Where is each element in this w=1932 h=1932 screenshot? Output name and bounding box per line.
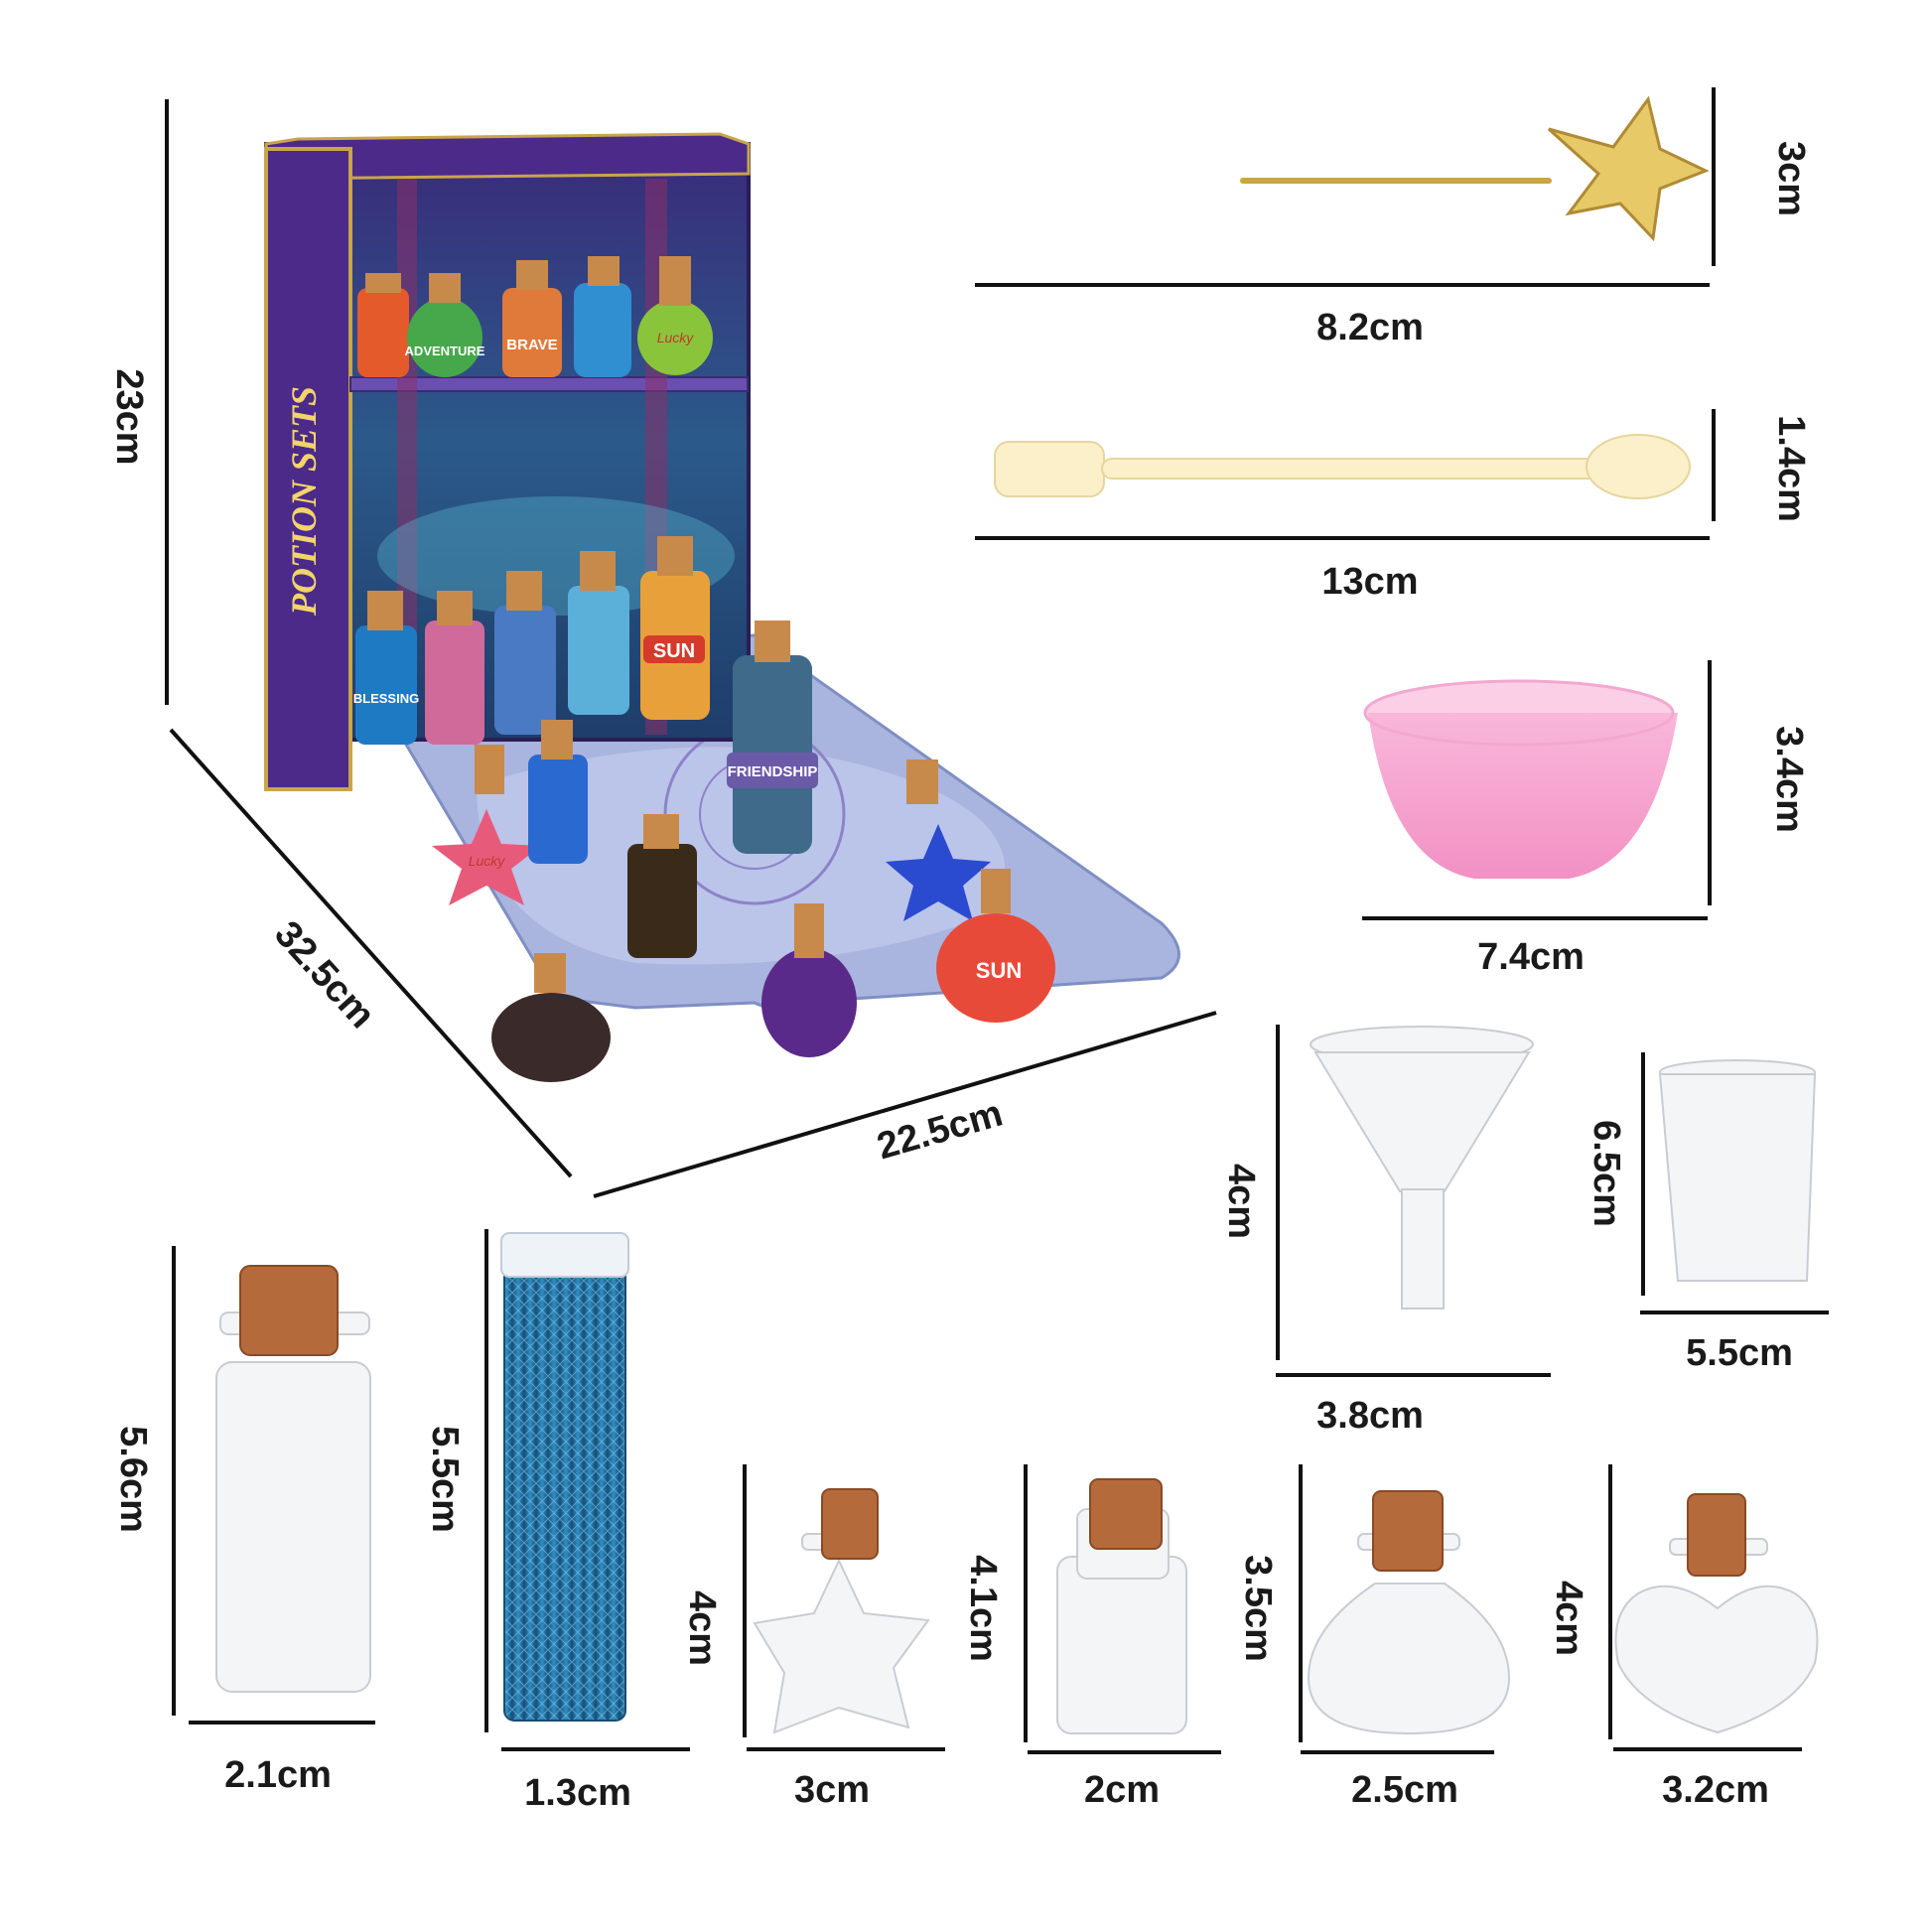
star-bottle-dimensions: 3cm 4cm bbox=[681, 1464, 945, 1811]
round-bottle-height-label: 3.5cm bbox=[1237, 1555, 1279, 1662]
star-wand-dimensions: 8.2cm 3cm bbox=[975, 87, 1812, 348]
star-bottle bbox=[753, 1488, 930, 1734]
cup-dimensions: 5.5cm 6.5cm bbox=[1586, 1052, 1829, 1374]
glitter-tube-width-label: 1.3cm bbox=[524, 1772, 631, 1814]
small-bottle-height-label: 4.1cm bbox=[962, 1555, 1004, 1662]
star-bottle-height-label: 4cm bbox=[681, 1590, 723, 1666]
cup-height-label: 6.5cm bbox=[1586, 1120, 1627, 1227]
box-height-label: 23cm bbox=[108, 368, 150, 465]
tall-bottle-dimensions: 2.1cm 5.6cm bbox=[112, 1246, 375, 1796]
round-bottle-width-label: 2.5cm bbox=[1351, 1769, 1458, 1811]
heart-bottle-height-label: 4cm bbox=[1548, 1581, 1589, 1656]
bowl-width-label: 7.4cm bbox=[1477, 936, 1585, 978]
star-bottle-width-label: 3cm bbox=[794, 1769, 870, 1811]
small-bottle bbox=[1056, 1478, 1187, 1734]
label-friendship: FRIENDSHIP bbox=[728, 763, 818, 780]
small-bottle-width-label: 2cm bbox=[1084, 1769, 1160, 1811]
mixing-bowl bbox=[1363, 679, 1678, 879]
tall-bottle bbox=[215, 1265, 371, 1693]
box-spine-text: POTION SETS bbox=[284, 386, 324, 617]
wand-length-label: 8.2cm bbox=[1316, 307, 1424, 348]
bottle-labels: ADVENTURE BRAVE Lucky bbox=[405, 330, 695, 358]
round-bottle bbox=[1307, 1490, 1511, 1735]
potion-box: POTION SETS ADVENTURE BRAVE Lucky BLESSI… bbox=[264, 132, 1180, 1082]
glitter-tube-height-label: 5.5cm bbox=[424, 1426, 466, 1533]
shelf-bottles-lower: BLESSING SUN FRIENDSHIP Lucky SUN bbox=[353, 536, 1055, 1082]
label-lucky-2: Lucky bbox=[469, 853, 506, 869]
box-spine bbox=[264, 147, 352, 791]
bowl-dimensions: 7.4cm 3.4cm bbox=[1362, 660, 1810, 978]
small-bottle-dimensions: 2cm 4.1cm bbox=[962, 1464, 1221, 1811]
star-wand bbox=[1240, 95, 1710, 242]
label-sun-1: SUN bbox=[653, 640, 695, 662]
label-brave: BRAVE bbox=[506, 337, 557, 353]
heart-bottle-width-label: 3.2cm bbox=[1662, 1769, 1769, 1811]
spatula-height-label: 1.4cm bbox=[1770, 415, 1812, 522]
round-bottle-dimensions: 2.5cm 3.5cm bbox=[1237, 1464, 1494, 1811]
bowl-height-label: 3.4cm bbox=[1768, 726, 1810, 833]
tall-bottle-height-label: 5.6cm bbox=[112, 1426, 154, 1533]
tall-bottle-width-label: 2.1cm bbox=[224, 1754, 332, 1796]
funnel bbox=[1310, 1026, 1534, 1310]
label-sun-2: SUN bbox=[976, 958, 1022, 983]
funnel-width-label: 3.8cm bbox=[1316, 1395, 1424, 1437]
cup bbox=[1658, 1059, 1817, 1282]
spoon-spatula bbox=[994, 434, 1691, 499]
spatula-length-label: 13cm bbox=[1321, 561, 1418, 603]
shelf-bottles-top bbox=[357, 256, 713, 377]
funnel-dimensions: 3.8cm 4cm bbox=[1220, 1025, 1551, 1437]
box-width-label: 22.5cm bbox=[873, 1093, 1007, 1169]
label-blessing: BLESSING bbox=[353, 691, 419, 706]
glitter-tube bbox=[500, 1232, 629, 1722]
glitter-tube-dimensions: 1.3cm 5.5cm bbox=[424, 1229, 690, 1814]
label-lucky-1: Lucky bbox=[657, 330, 695, 345]
label-adventure: ADVENTURE bbox=[405, 344, 485, 358]
spatula-dimensions: 13cm 1.4cm bbox=[975, 409, 1812, 603]
heart-bottle-dimensions: 3.2cm 4cm bbox=[1548, 1464, 1802, 1811]
wand-height-label: 3cm bbox=[1770, 141, 1812, 216]
box-depth-label: 32.5cm bbox=[266, 913, 382, 1036]
cup-width-label: 5.5cm bbox=[1686, 1332, 1793, 1374]
funnel-height-label: 4cm bbox=[1220, 1164, 1262, 1239]
heart-bottle bbox=[1614, 1493, 1819, 1734]
